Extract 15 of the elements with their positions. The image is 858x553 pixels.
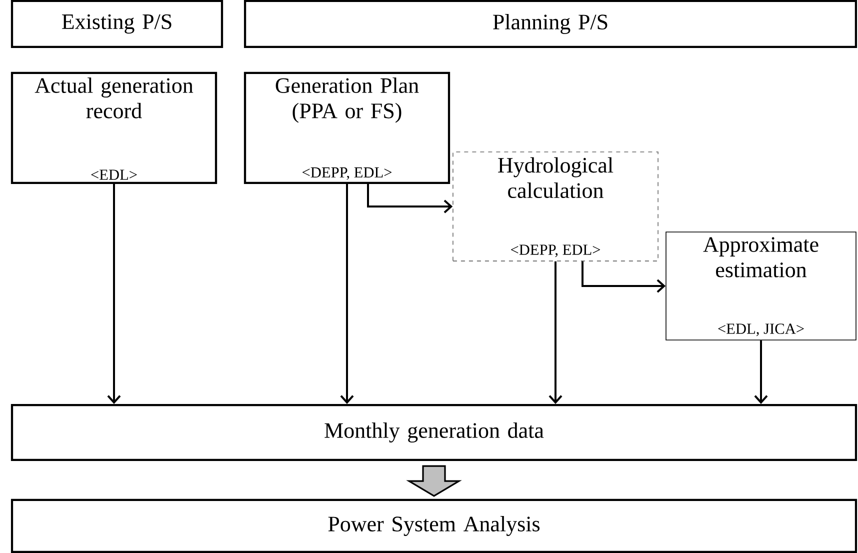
block-arrow: [406, 465, 462, 497]
header-box: Planning P/S: [244, 0, 858, 48]
arrow: [548, 261, 562, 404]
arrow: [340, 184, 354, 404]
result-box: Power System Analysis: [10, 498, 858, 553]
data-box: Monthly generation data: [10, 404, 858, 462]
process-box: Actual generation record <EDL>: [10, 72, 218, 184]
header-box: Existing P/S: [10, 0, 224, 48]
arrow: [754, 340, 768, 404]
process-box: Generation Plan (PPA or FS) <DEPP, EDL>: [244, 72, 450, 184]
arrow: [367, 184, 453, 214]
arrow: [107, 184, 121, 404]
process-box: Approximate estimation <EDL, JICA>: [666, 232, 856, 340]
process-box: Hydrological calculation <DEPP, EDL>: [452, 152, 658, 262]
arrow: [582, 261, 666, 293]
